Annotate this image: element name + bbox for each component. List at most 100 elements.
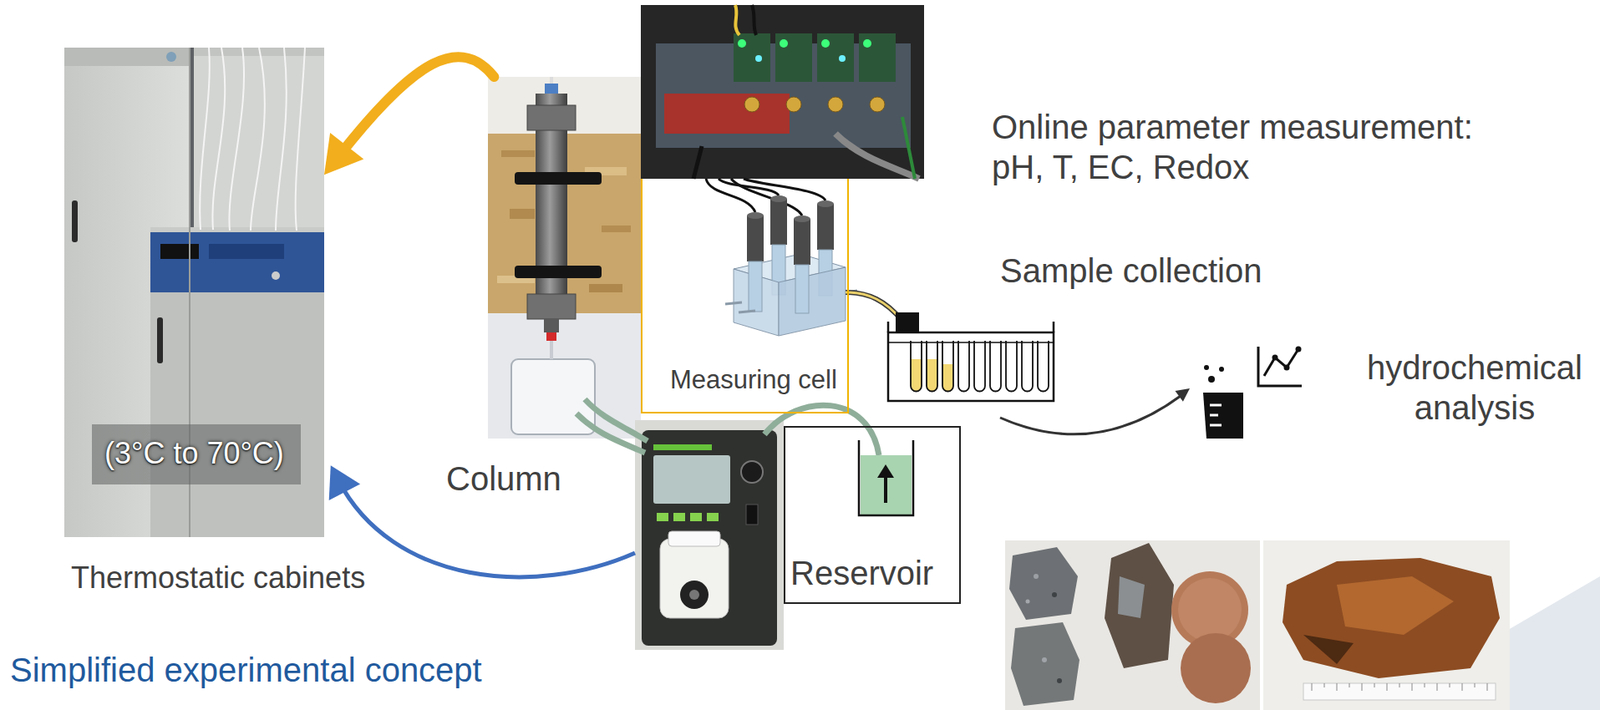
sample-collector	[888, 341, 1054, 344]
beaker-icon	[1209, 405, 1222, 426]
rock-photos	[1010, 622, 1080, 707]
rock-photos	[1336, 576, 1454, 635]
sample-collector	[1021, 340, 1033, 392]
cabinet-photo	[150, 292, 325, 538]
rock-photos	[1041, 657, 1047, 663]
electronics-photo	[640, 5, 925, 179]
electronics-photo	[858, 33, 896, 82]
reservoir-beaker	[877, 464, 894, 478]
rock-photos	[1026, 599, 1031, 605]
pump-photo	[689, 589, 700, 600]
pump-photo	[641, 430, 778, 646]
electronics-photo	[838, 55, 846, 62]
analysis-arrow	[1175, 388, 1191, 402]
column-photo	[544, 83, 559, 94]
column-photo	[509, 208, 535, 219]
node-label: Reservoir	[790, 553, 934, 594]
column-photo	[487, 76, 641, 439]
beaker-icon	[1203, 365, 1244, 439]
electronics-photo	[664, 93, 790, 134]
cabinet-photo	[64, 47, 190, 67]
measuring-cell-drawing	[725, 290, 858, 313]
rock-photos	[1311, 683, 1488, 691]
chart-icon	[1272, 355, 1279, 361]
sample-collector	[926, 359, 938, 392]
pump-photo	[706, 513, 719, 522]
electronics-photo	[775, 33, 813, 82]
pump-photo	[673, 513, 686, 522]
cabinet-photo	[71, 200, 78, 243]
cabinet-photo	[212, 47, 225, 230]
pump-photo	[680, 580, 709, 610]
arrowhead	[324, 132, 364, 175]
pump-photo	[653, 444, 712, 451]
pump-photo	[690, 513, 702, 522]
measuring-cell-drawing	[725, 195, 903, 336]
electronics-photo	[817, 33, 854, 82]
electronics-photo	[693, 146, 702, 179]
pump-photo	[653, 455, 731, 504]
electronics-photo	[737, 39, 747, 48]
annotation: Online parameter measurement: pH, T, EC,…	[991, 106, 1510, 188]
sample-collector	[1052, 321, 1056, 333]
measuring-cell-drawing	[793, 218, 811, 265]
chart-icon	[1264, 349, 1299, 376]
sample-collector	[888, 312, 1054, 402]
beaker-icon	[1219, 366, 1225, 372]
rock-photos	[1056, 678, 1062, 684]
cabinet-photo	[64, 47, 325, 538]
sample-collector	[910, 359, 922, 392]
column-photo	[527, 105, 576, 131]
cabinet-photo	[150, 232, 325, 293]
column-photo	[501, 150, 535, 158]
measuring-cell-drawing	[746, 212, 764, 219]
cabinet-photo	[271, 271, 280, 280]
sample-collector	[888, 332, 1054, 402]
node-label: Thermostatic cabinets	[71, 559, 366, 596]
cabinet-photo	[150, 227, 325, 538]
rock-photos	[1180, 633, 1251, 704]
column-photo	[601, 225, 631, 233]
measuring-cell-drawing	[770, 195, 788, 203]
chart-icon	[1295, 346, 1302, 353]
electronics-photo	[733, 33, 771, 82]
reservoir-beaker	[883, 474, 888, 503]
probe-cables	[706, 178, 826, 216]
electronics-photo	[751, 5, 757, 36]
temperature-range: (3°C to 70°C)	[104, 435, 285, 472]
rock-photos	[1178, 578, 1242, 642]
rock-photos	[1303, 634, 1354, 665]
cabinet-photo	[166, 51, 177, 62]
photo-frame: (3°C to 70°C)Thermostatic cabinets	[64, 47, 325, 538]
sample-collector	[942, 340, 954, 392]
electronics-photo	[869, 96, 885, 112]
electronics-photo	[827, 96, 844, 112]
beaker-icon	[1208, 375, 1215, 383]
column-photo	[514, 265, 602, 279]
sample-collector	[910, 340, 1049, 392]
cabinet-photo	[228, 47, 244, 231]
pump-photo	[668, 531, 721, 547]
chart-icon	[1284, 365, 1291, 371]
sample-collector	[887, 321, 890, 333]
measuring-cell-drawing	[817, 203, 834, 250]
rock-photos	[1005, 540, 1260, 710]
cabinet-photo	[160, 243, 199, 260]
rock-photos	[1282, 558, 1500, 679]
analysis-arrow	[1000, 396, 1181, 435]
measuring-cell-drawing	[795, 264, 809, 314]
reservoir-beaker	[858, 440, 914, 516]
tubing	[576, 413, 646, 453]
chart-icon	[1258, 346, 1302, 387]
rock-photos	[1005, 540, 1510, 710]
sample-collector	[895, 312, 920, 333]
node-label: Measuring cell	[670, 364, 838, 396]
caption: Simplified experimental concept	[10, 650, 483, 691]
connector-arrow	[340, 56, 494, 155]
pump-photo	[746, 504, 758, 525]
pump-photo	[656, 513, 669, 522]
cabinet-photo	[64, 47, 325, 538]
reservoir-beaker	[858, 440, 914, 516]
cabinet-photo	[250, 47, 265, 231]
